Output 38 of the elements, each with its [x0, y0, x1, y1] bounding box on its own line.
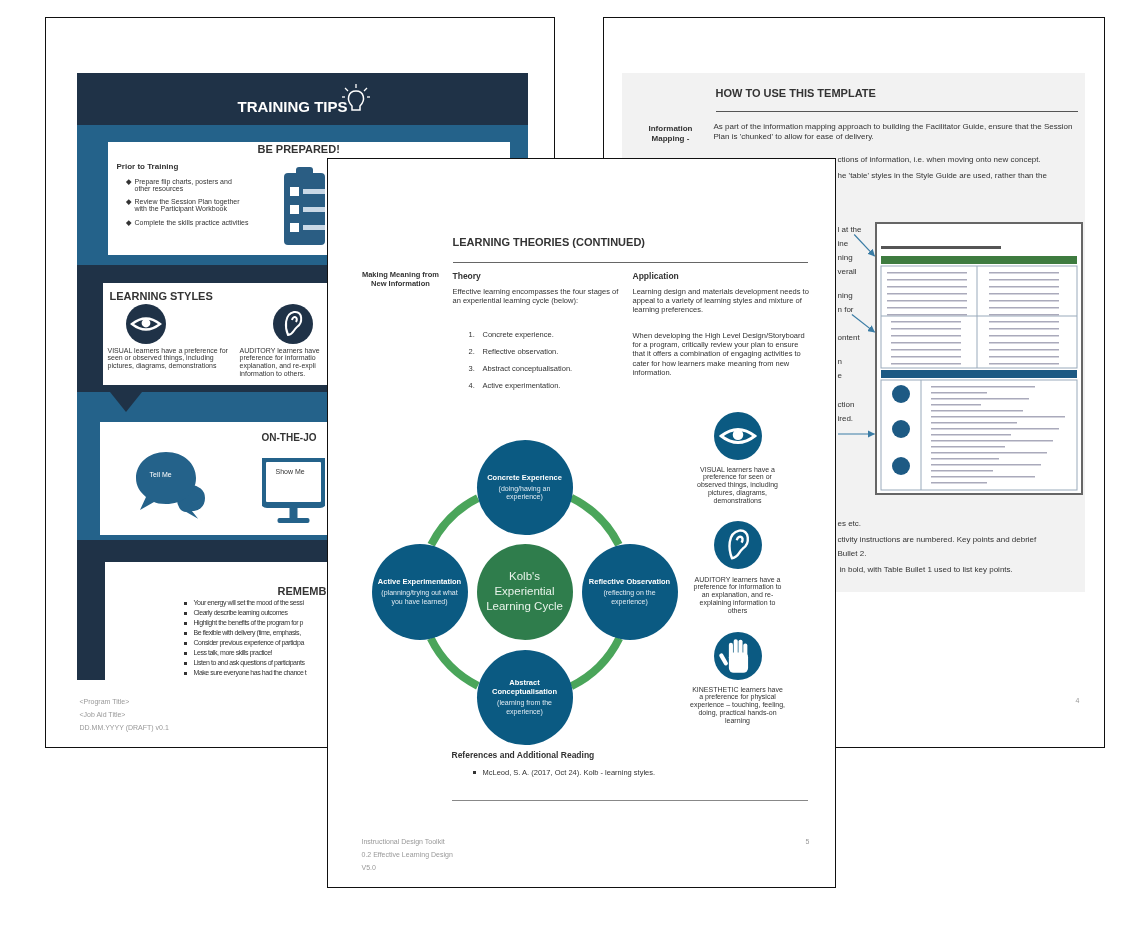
body-text: ning — [837, 252, 853, 263]
body-text: n — [837, 356, 842, 367]
body-text: l at the — [837, 224, 862, 235]
body-text: e — [837, 370, 842, 381]
body-text: n for — [837, 304, 854, 315]
body-text: ctions of information, i.e. when moving onto new concept. — [837, 154, 1041, 165]
page-heading: HOW TO USE THIS TEMPLATE — [715, 86, 876, 101]
document-thumbnail — [874, 221, 1083, 495]
body-text: in bold, with Table Bullet 1 used to list key points. — [839, 564, 1013, 575]
body-text: es etc. — [837, 518, 862, 529]
cycle-ring-segment — [568, 493, 622, 547]
leader-line — [850, 313, 875, 333]
row-heading: Information Mapping - — [647, 123, 694, 144]
cycle-title: Kolb's Experiential Learning Cycle — [485, 569, 564, 614]
section-heading: BE PREPARED! — [257, 142, 340, 157]
cycle-ring-segment — [568, 635, 623, 690]
body-text: As part of the information mapping approach to building the Facilitator Guide, ensure that the Session Plan is 'chunked' to allow for ease of delivery. — [713, 121, 1074, 142]
body-text: Bullet 2. — [837, 548, 867, 559]
column-heading: Theory — [452, 270, 481, 282]
body-text: ontent — [837, 332, 860, 343]
body-text: ine — [837, 238, 849, 249]
subheading: Prior to Training — [116, 161, 179, 172]
body-text: verall — [837, 266, 857, 277]
section-heading: ON-THE-JO — [261, 431, 317, 444]
body-text: ctivity instructions are numbered. Key points and debrief — [837, 534, 1037, 545]
leader-line — [836, 429, 875, 438]
cycle-ring-segment — [426, 635, 480, 689]
column-heading: Application — [632, 270, 679, 282]
leader-line — [853, 233, 875, 257]
body-text: ction — [837, 399, 855, 410]
body-text: he 'table' styles in the Style Guide are used, rather than the — [837, 170, 1047, 181]
page-heading: LEARNING THEORIES (CONTINUED) — [452, 235, 645, 250]
cycle-ring-segment — [427, 494, 480, 547]
section-heading: REMEMB — [277, 584, 327, 599]
body-text: ning — [837, 290, 853, 301]
body-text: ired. — [837, 413, 854, 424]
section-heading: LEARNING STYLES — [109, 289, 213, 304]
section-heading: TRAINING TIPS — [237, 97, 348, 117]
